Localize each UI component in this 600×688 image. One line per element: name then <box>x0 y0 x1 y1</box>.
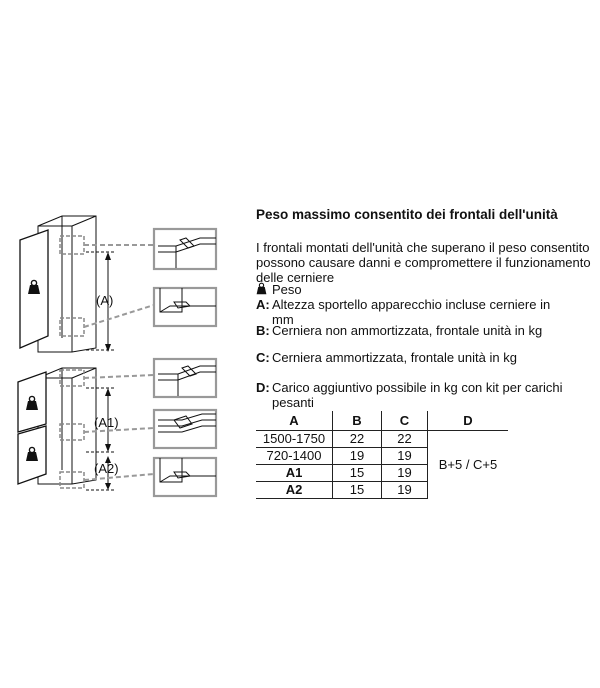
legend-text: Altezza sportello apparecchio incluse ce… <box>272 297 551 312</box>
label-a2: (A2) <box>94 461 119 476</box>
legend-text: Peso <box>272 282 302 297</box>
table-cell: 22 <box>332 430 382 448</box>
detail-box-1 <box>152 227 218 271</box>
label-a: (A) <box>96 293 113 308</box>
detail-box-2 <box>152 286 218 328</box>
lower-appliance <box>17 367 114 491</box>
legend-key: C: <box>256 350 270 365</box>
table-cell-d: B+5 / C+5 <box>427 430 508 499</box>
hinge-diagram: (A) (A1) (A2) <box>17 215 218 498</box>
table-cell: 15 <box>332 481 382 499</box>
table-header: A <box>256 411 333 431</box>
connector-lines <box>83 244 155 481</box>
legend-key: A: <box>256 297 270 312</box>
table-cell: A1 <box>256 464 333 482</box>
legend-text-cont: pesanti <box>272 395 314 410</box>
legend-item-b: B:Cerniera non ammortizzata, frontale un… <box>256 323 596 338</box>
table-cell: 1500-1750 <box>256 430 333 448</box>
detail-box-3 <box>152 357 218 399</box>
table-header: D <box>427 411 508 431</box>
table-header: B <box>332 411 382 431</box>
legend-text: Cerniera non ammortizzata, frontale unit… <box>272 323 543 338</box>
detail-box-4 <box>152 408 218 450</box>
legend-key: D: <box>256 380 270 395</box>
legend-key: B: <box>256 323 270 338</box>
table-cell: 720-1400 <box>256 447 333 465</box>
detail-box-5 <box>152 456 218 498</box>
table-row: A1 15 19 <box>256 464 508 482</box>
legend-text: Carico aggiuntivo possibile in kg con ki… <box>272 380 563 395</box>
legend-item-a: A:Altezza sportello apparecchio incluse … <box>256 297 596 327</box>
legend-text: Cerniera ammortizzata, frontale unità in… <box>272 350 517 365</box>
weight-table: A B C D 1500-1750 22 22 B+5 / C+5 720-14… <box>256 411 508 499</box>
table-cell: 19 <box>381 464 428 482</box>
table-cell: 19 <box>381 447 428 465</box>
table-cell: 15 <box>332 464 382 482</box>
legend-item-c: C:Cerniera ammortizzata, frontale unità … <box>256 350 596 365</box>
table-cell: A2 <box>256 481 333 499</box>
legend-item-weight: Peso <box>256 282 596 298</box>
label-a1: (A1) <box>94 415 119 430</box>
upper-appliance <box>19 215 114 353</box>
table-row: 1500-1750 22 22 B+5 / C+5 <box>256 430 508 499</box>
table-cell: 19 <box>332 447 382 465</box>
legend-item-d: D:Carico aggiuntivo possibile in kg con … <box>256 380 596 410</box>
intro-text: I frontali montati dell'unità che supera… <box>256 240 591 285</box>
table-header: C <box>381 411 428 431</box>
table-cell: 19 <box>381 481 428 499</box>
weight-icon <box>256 282 272 298</box>
page-title: Peso massimo consentito dei frontali del… <box>256 207 558 222</box>
table-row: 720-1400 19 19 <box>256 447 508 465</box>
table-row: A2 15 19 <box>256 481 508 499</box>
table-cell: 22 <box>381 430 428 448</box>
legend-text-cont: mm <box>272 312 294 327</box>
